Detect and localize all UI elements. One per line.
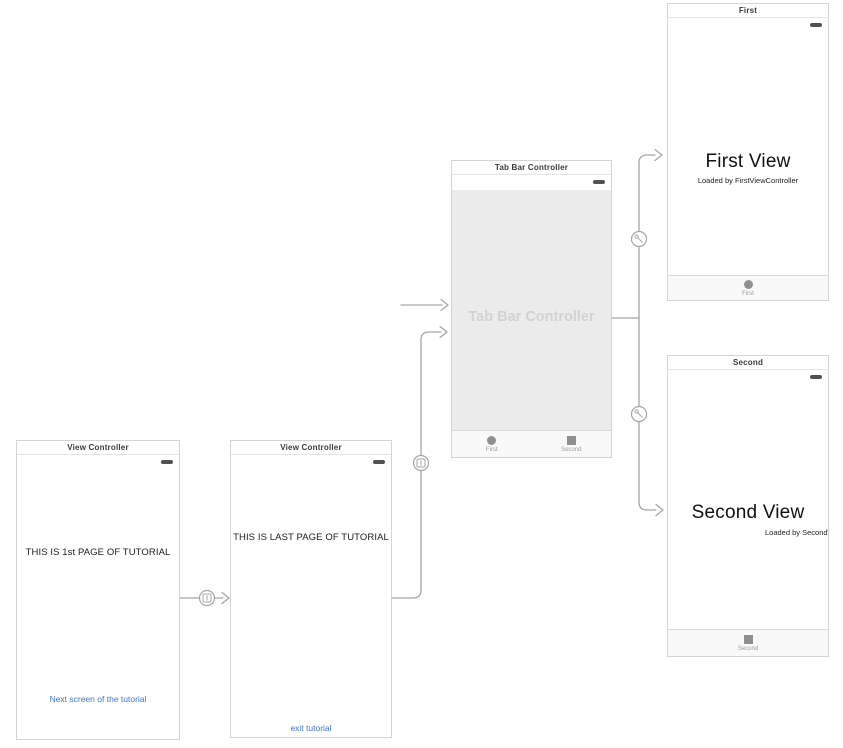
controller-watermark: Tab Bar Controller bbox=[468, 309, 595, 325]
scene-title-bar[interactable]: View Controller bbox=[17, 441, 179, 455]
tab-bar: First bbox=[668, 275, 828, 300]
square-icon bbox=[743, 634, 753, 644]
first-view-subheading: Loaded by FirstViewController bbox=[697, 176, 799, 185]
scene-tab-bar-controller[interactable]: Tab Bar Controller Tab Bar Controller Fi… bbox=[451, 160, 612, 458]
tab-bar: First Second bbox=[452, 430, 611, 457]
scene-view-controller-last-page[interactable]: View Controller THIS IS LAST PAGE OF TUT… bbox=[230, 440, 392, 738]
status-bar bbox=[452, 176, 611, 190]
scene-first-view[interactable]: First First View Loaded by FirstViewCont… bbox=[667, 3, 829, 301]
tab-bar: Second bbox=[668, 629, 828, 656]
entry-arrow[interactable] bbox=[400, 298, 449, 312]
tab-item-first[interactable]: First bbox=[452, 435, 532, 453]
second-view-subheading: Loaded by SecondV bbox=[765, 528, 829, 537]
segue-icon-vc2-tabbar[interactable] bbox=[412, 454, 430, 472]
battery-icon bbox=[810, 375, 822, 379]
scene-title-bar[interactable]: First bbox=[668, 4, 828, 18]
scene-title-bar[interactable]: View Controller bbox=[231, 441, 391, 455]
battery-icon bbox=[373, 460, 385, 464]
battery-icon bbox=[161, 460, 173, 464]
tutorial-lastpage-label: THIS IS LAST PAGE OF TUTORIAL bbox=[233, 532, 389, 543]
scene-second-view[interactable]: Second Second View Loaded by SecondV Sec… bbox=[667, 355, 829, 657]
scene-title-bar[interactable]: Tab Bar Controller bbox=[452, 161, 611, 175]
battery-icon bbox=[810, 23, 822, 27]
scene-view-controller-first-page[interactable]: View Controller THIS IS 1st PAGE OF TUTO… bbox=[16, 440, 180, 740]
relationship-icon-second[interactable] bbox=[630, 405, 648, 423]
tab-item-second[interactable]: Second bbox=[532, 435, 612, 453]
segue-line-vc2-to-tabbar[interactable] bbox=[391, 325, 448, 599]
tab-label: First bbox=[742, 290, 754, 297]
exit-tutorial-button[interactable]: exit tutorial bbox=[290, 723, 332, 733]
relationship-line-tabbar-views[interactable] bbox=[611, 148, 664, 517]
relationship-icon-first[interactable] bbox=[630, 230, 648, 248]
battery-icon bbox=[593, 180, 605, 184]
circle-icon bbox=[743, 279, 753, 289]
scene-title-bar[interactable]: Second bbox=[668, 356, 828, 370]
tab-label: First bbox=[485, 446, 498, 453]
circle-icon bbox=[487, 435, 497, 445]
tab-bar-controller-content: Tab Bar Controller bbox=[452, 190, 611, 430]
segue-icon-vc1-vc2[interactable] bbox=[198, 589, 216, 607]
tutorial-page1-label: THIS IS 1st PAGE OF TUTORIAL bbox=[25, 547, 171, 558]
second-view-heading: Second View bbox=[691, 502, 805, 523]
tab-item-first[interactable]: First bbox=[668, 279, 828, 297]
segue-line-vc1-to-vc2[interactable] bbox=[179, 591, 230, 605]
square-icon bbox=[566, 435, 576, 445]
next-screen-button[interactable]: Next screen of the tutorial bbox=[49, 694, 147, 704]
tab-label: Second bbox=[561, 446, 582, 453]
tab-label: Second bbox=[737, 645, 759, 652]
tab-item-second[interactable]: Second bbox=[668, 634, 828, 652]
first-view-heading: First View bbox=[705, 151, 791, 172]
